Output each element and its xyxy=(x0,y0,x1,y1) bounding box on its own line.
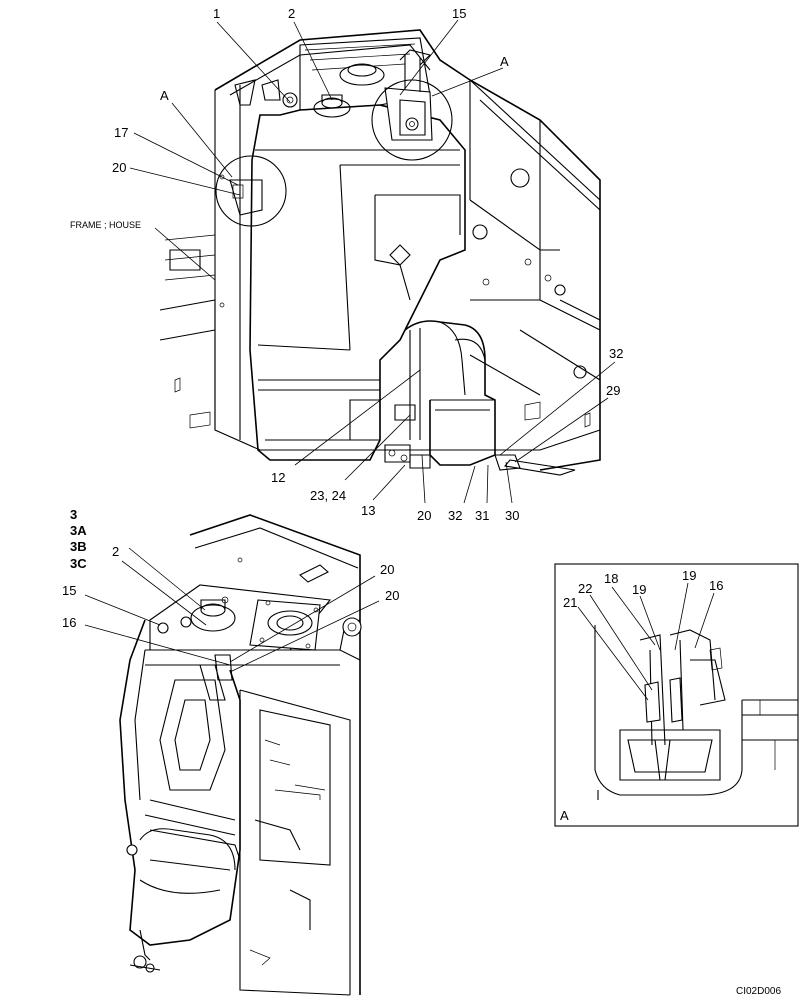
callout-label: 22 xyxy=(578,581,592,596)
callout-label: 2 xyxy=(112,544,119,559)
drawing-code: CI02D006 xyxy=(736,986,781,997)
top-assembly-view xyxy=(159,29,601,476)
callout-label: 1 xyxy=(213,6,220,21)
callout-label: 20 xyxy=(380,562,394,577)
callout-label: 2 xyxy=(288,6,295,21)
callout-label: 23, 24 xyxy=(310,488,346,503)
callout-label: 15 xyxy=(62,583,76,598)
lower-tank-hose-drawing xyxy=(384,320,576,476)
callout-label: 17 xyxy=(114,125,128,140)
detail-a-labels: 22 18 19 19 16 21 A xyxy=(560,568,723,823)
bottom-view-labels: 3 3A 3B 3C 2 15 16 20 20 xyxy=(62,507,399,630)
fuel-tank-body-drawing xyxy=(249,104,466,461)
detail-a-title: A xyxy=(560,808,569,823)
bottom-top-plate-drawing xyxy=(149,584,332,651)
house-frame-drawing xyxy=(159,29,601,471)
callout-label: A xyxy=(160,88,169,103)
callout-label: 21 xyxy=(563,595,577,610)
callout-label: 32 xyxy=(448,508,462,523)
bottom-frame-drawing xyxy=(145,514,362,996)
callout-label: 32 xyxy=(609,346,623,361)
callout-label: 20 xyxy=(417,508,431,523)
callout-label: 19 xyxy=(632,582,646,597)
callout-label: 16 xyxy=(709,578,723,593)
bottom-assembly-view xyxy=(119,514,362,996)
bottom-tank-body-drawing xyxy=(119,619,241,973)
callout-label: 3 xyxy=(70,507,77,522)
callout-label: 20 xyxy=(385,588,399,603)
top-view-labels: 1 2 15 A A 17 20 FRAME ; HOUSE 12 23, 24… xyxy=(70,6,623,523)
detail-a-panel xyxy=(554,563,799,827)
callout-label: 15 xyxy=(452,6,466,21)
callout-label: 12 xyxy=(271,470,285,485)
callout-label: A xyxy=(500,54,509,69)
callout-label: 3B xyxy=(70,539,87,554)
callout-label: 29 xyxy=(606,383,620,398)
callout-label: 16 xyxy=(62,615,76,630)
callout-label: 18 xyxy=(604,571,618,586)
mounting-bracket-drawing xyxy=(234,49,433,141)
leader-lines xyxy=(84,19,715,701)
callout-label: 3C xyxy=(70,556,87,571)
callout-label: 20 xyxy=(112,160,126,175)
callout-label: 19 xyxy=(682,568,696,583)
callout-label: 31 xyxy=(475,508,489,523)
detail-circle-a-left xyxy=(215,155,287,227)
callout-label: 13 xyxy=(361,503,375,518)
callout-label: 30 xyxy=(505,508,519,523)
callout-label: FRAME ; HOUSE xyxy=(70,220,141,230)
callout-label: 3A xyxy=(70,523,87,538)
